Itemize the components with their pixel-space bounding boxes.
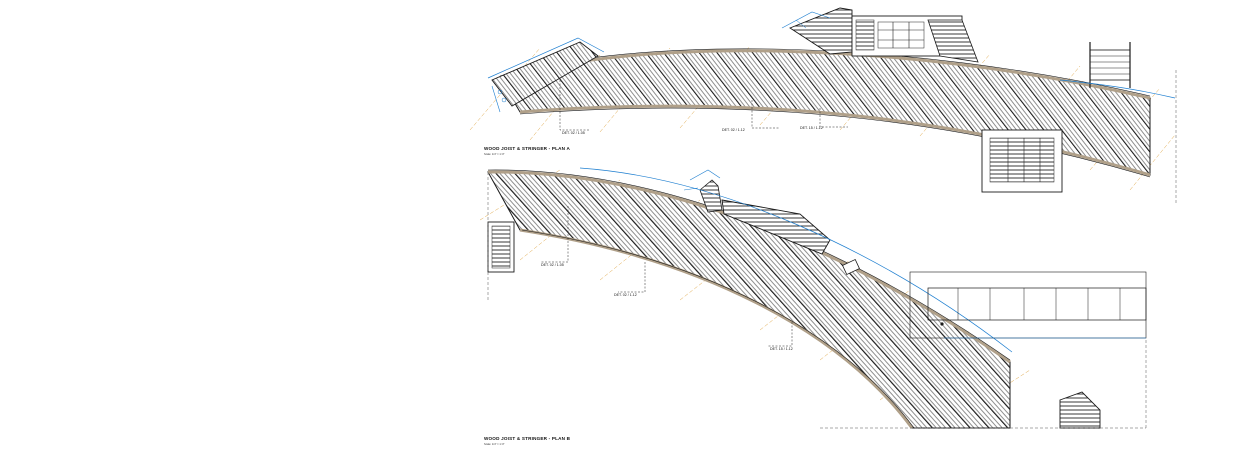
lower-stair-a [981,129,1063,193]
detail-tag-a-2: DET. 02 / 1.12 [722,128,745,132]
detail-callouts-a [559,80,848,131]
inner-stringer-b [519,228,914,429]
lower-stair-b [820,340,1147,429]
detail-tag-b-3: DET. 15 / 1.12 [770,347,793,351]
detail-tag-a-1: DET. 02 / 1.05 [562,131,585,135]
detail-tag-b-1: DET. 02 / 1.05 [541,263,564,267]
plan-b-title: WOOD JOIST & STRINGER - PLAN B [484,436,571,441]
left-stair-b [487,172,515,300]
plan-a-scale: Scale: 1/4" = 1'-0" [484,152,505,156]
plan-a-title: WOOD JOIST & STRINGER - PLAN A [484,146,570,151]
railing-stair-a [1089,42,1131,88]
left-landing-a [487,37,605,113]
walkway-b [909,271,1147,339]
dimension-curve-a [1059,79,1176,99]
top-stair-b [683,169,831,255]
top-stair-a [781,7,979,63]
section-mark-b [842,258,860,276]
plan-a: DET. 02 / 1.05 DET. 02 / 1.12 DET. 15 / … [469,7,1177,205]
dimension-curve-b [579,167,1013,353]
detail-callouts-b [540,206,793,347]
detail-tag-a-3: DET. 15 / 1.12 [800,126,823,130]
plan-b: DET. 02 / 1.05 DET. 02 / 1.12 DET. 15 / … [479,167,1147,446]
plan-b-scale: Scale: 1/4" = 1'-0" [484,442,505,446]
detail-tag-b-2: DET. 02 / 1.12 [614,293,637,297]
inner-stringer-a [519,104,1151,177]
